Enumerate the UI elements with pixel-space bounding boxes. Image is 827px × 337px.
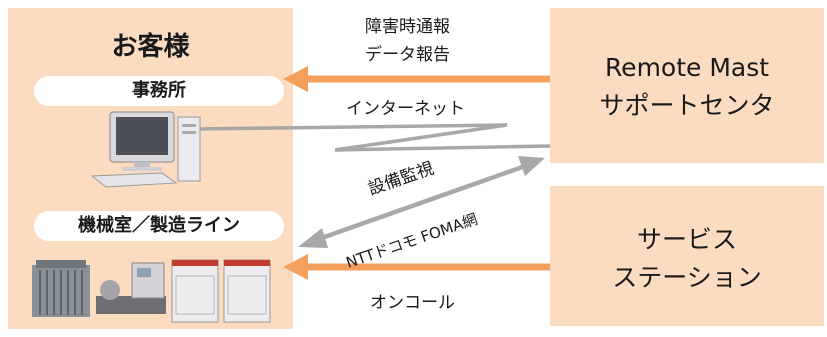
on-call-label: オンコール [370, 293, 455, 313]
internet-label: インターネット [346, 99, 465, 119]
support-center-panel: Remote Mast サポートセンタ [550, 8, 824, 163]
on-call-arrow [283, 254, 550, 280]
machine-room-label: 機械室／製造ライン [34, 211, 284, 241]
foma-arrow [298, 156, 545, 248]
support-center-subtitle: サポートセンタ [599, 91, 775, 120]
support-center-name: Remote Mast [604, 53, 770, 82]
report-label-line1: 障害時通報 [365, 17, 450, 37]
service-station-line2: ステーション [612, 263, 762, 292]
office-label: 事務所 [34, 76, 284, 106]
report-arrow [283, 66, 550, 92]
service-station-panel: サービス ステーション [550, 186, 824, 326]
service-station-line1: サービス [636, 225, 737, 254]
computer-icon [90, 111, 201, 188]
internet-line [192, 123, 551, 152]
report-label-line2: データ報告 [365, 45, 450, 65]
customer-title: お客様 [111, 32, 190, 62]
equipment-icon [32, 259, 271, 323]
